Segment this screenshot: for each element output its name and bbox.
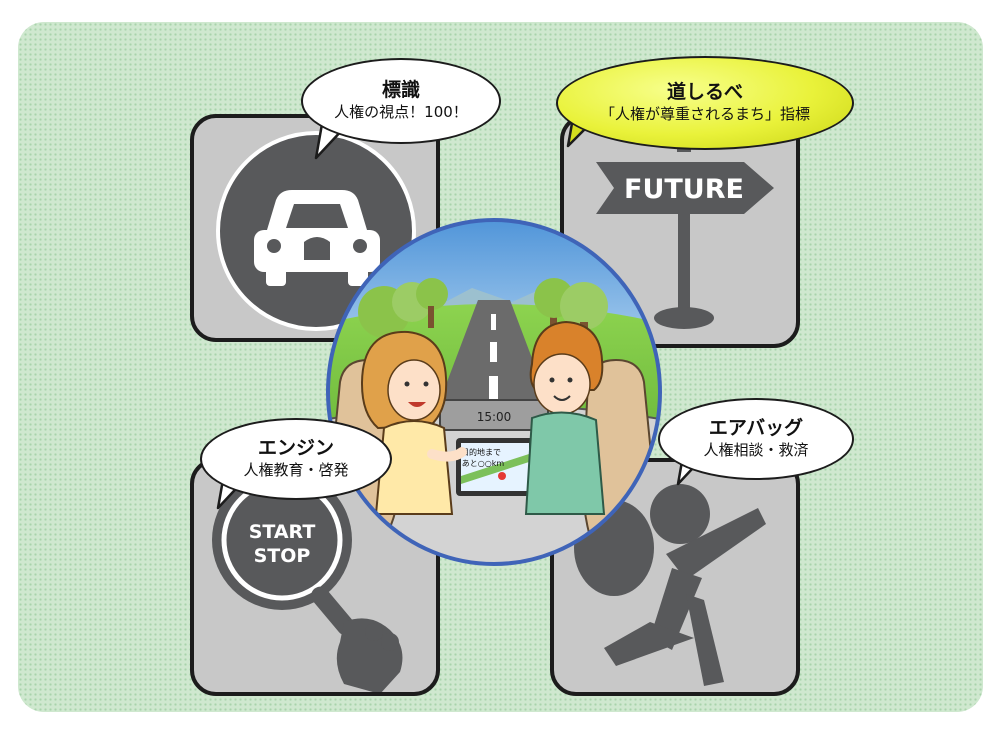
future-sign-text: FUTURE xyxy=(624,174,744,205)
guidepost-title: 道しるべ xyxy=(666,81,743,104)
panel-sign xyxy=(190,114,440,342)
airbag-title: エアバッグ xyxy=(708,417,804,440)
sign-title: 標識 xyxy=(381,79,420,102)
engine-subtitle: 人権教育・啓発 xyxy=(243,461,349,480)
driving-couple-illustration: 15:00 目的地まで あと○○km xyxy=(326,218,662,566)
airbag-person-icon xyxy=(574,484,766,686)
pointing-hand-icon xyxy=(311,586,403,692)
sign-subtitle: 人権の視点！100！ xyxy=(334,103,468,122)
bubble-guidepost: 道しるべ 「人権が尊重されるまち」指標 xyxy=(556,56,854,150)
bubble-engine: エンジン 人権教育・啓発 xyxy=(200,418,392,500)
engine-title: エンジン xyxy=(257,437,334,460)
start-button-line1: START xyxy=(249,521,316,543)
car-sign-icon xyxy=(216,131,416,331)
future-signpost-icon: FUTURE xyxy=(596,124,774,329)
diagram-canvas: FUTURE START STOP xyxy=(18,22,983,712)
guidepost-subtitle: 「人権が尊重されるまち」指標 xyxy=(599,105,810,124)
navi-line1-text: 目的地まで xyxy=(461,447,501,457)
airbag-subtitle: 人権相談・救済 xyxy=(703,441,809,460)
dashboard-clock-text: 15:00 xyxy=(477,410,512,424)
navi-line2-text: あと○○km xyxy=(462,459,505,468)
start-stop-button-icon: START STOP xyxy=(212,470,403,692)
start-button-line2: STOP xyxy=(254,545,311,567)
bubble-sign: 標識 人権の視点！100！ xyxy=(301,58,501,144)
bubble-airbag: エアバッグ 人権相談・救済 xyxy=(658,398,854,480)
